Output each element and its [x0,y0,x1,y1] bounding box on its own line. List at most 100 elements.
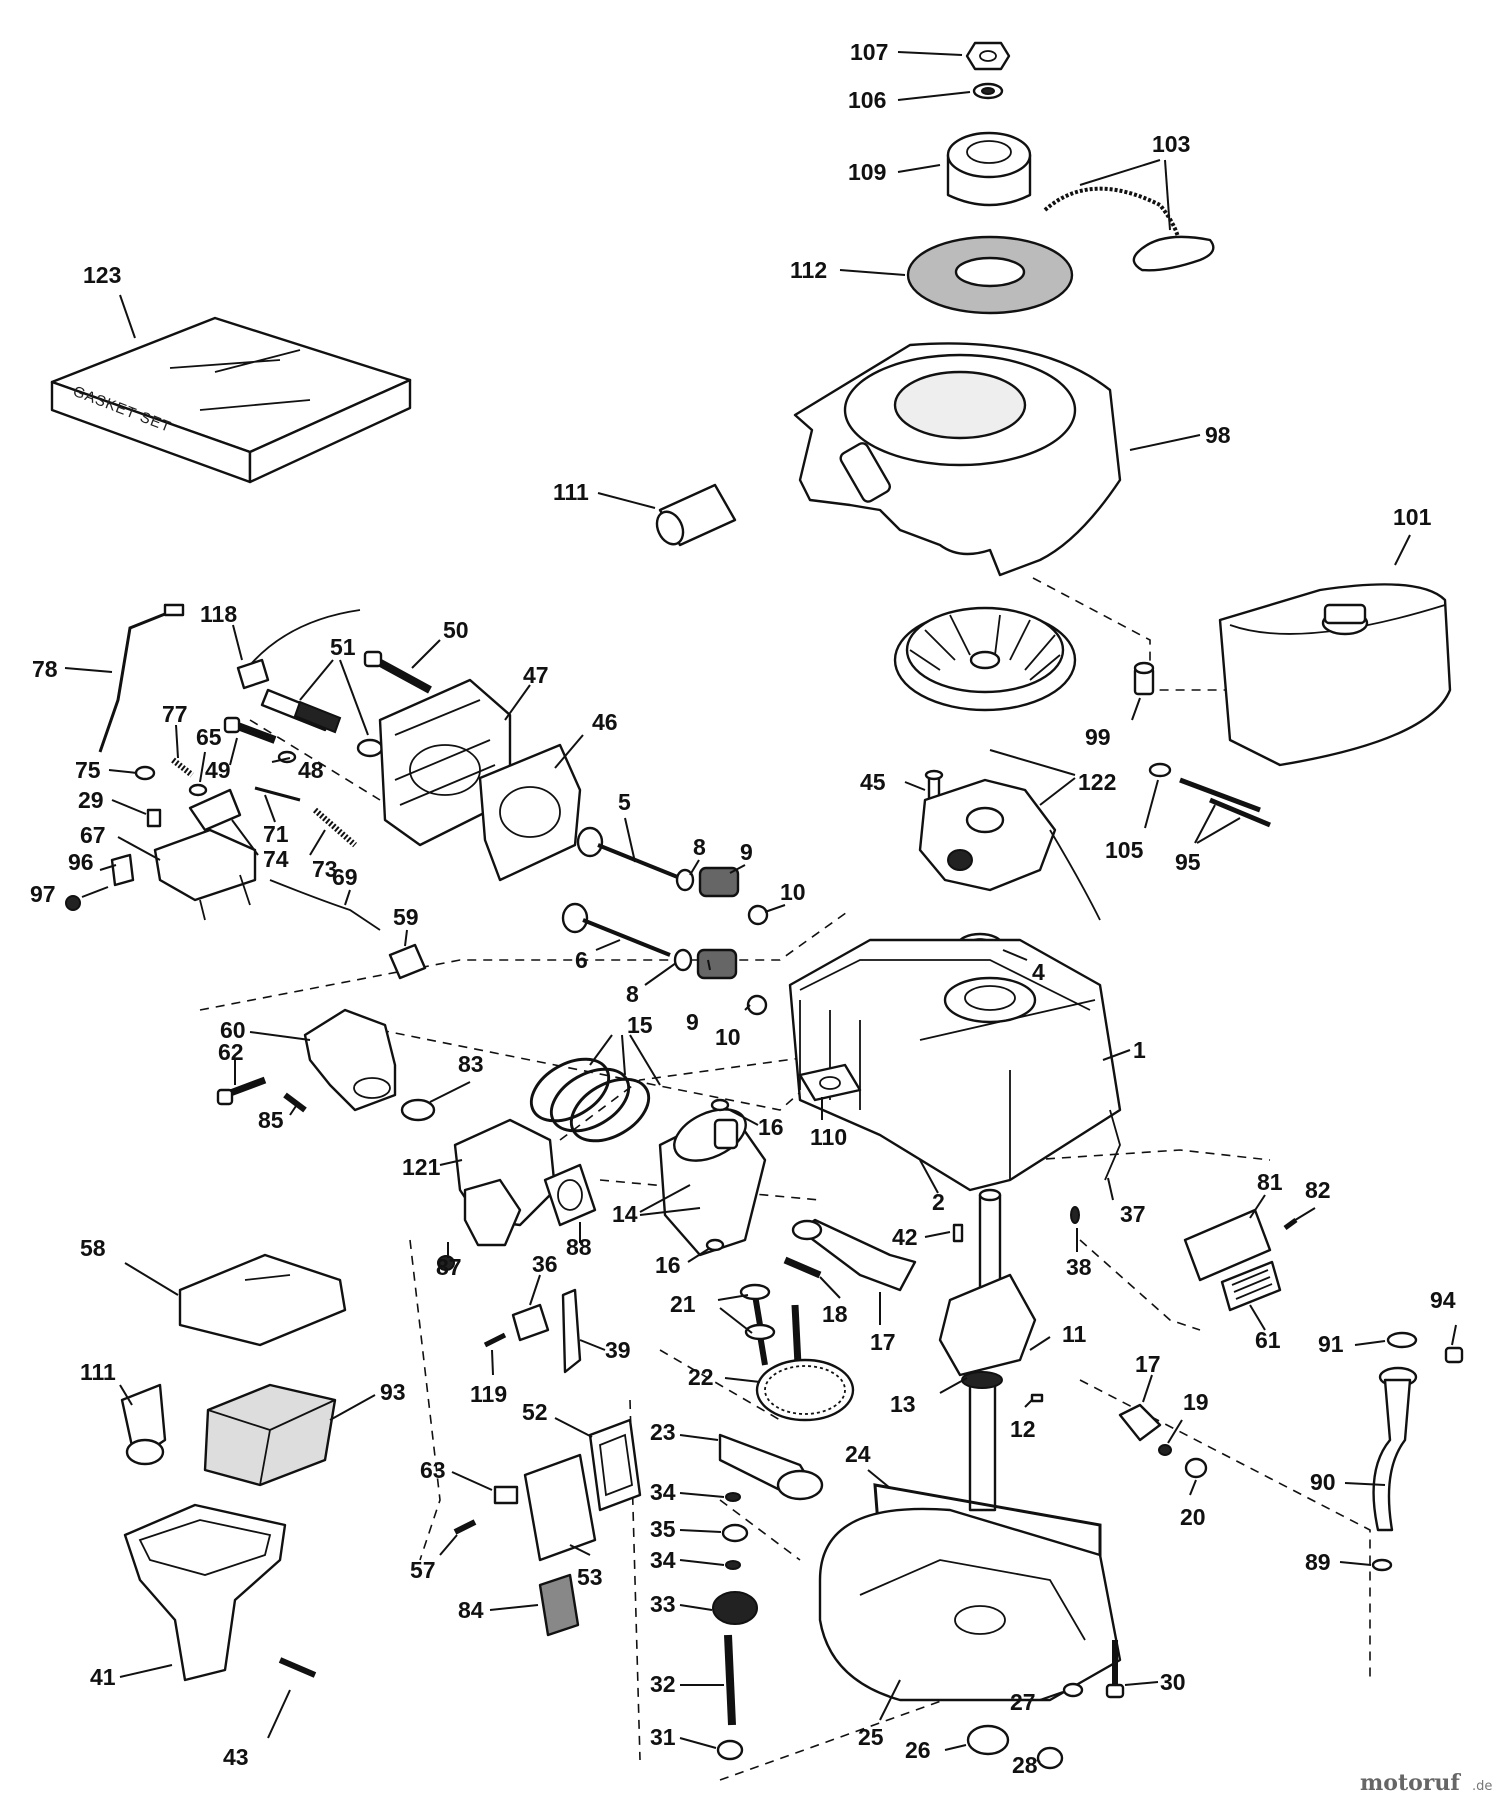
gasket-91 [1386,1331,1418,1349]
callout-23: 23 [650,1419,676,1445]
intake-elbow-60 [303,1008,397,1112]
screw-38 [1070,1206,1080,1224]
callout-69: 69 [332,864,358,890]
seal-31 [716,1739,744,1761]
callout-123: 123 [83,262,121,288]
callout-25: 25 [858,1724,884,1750]
filter-84 [538,1573,580,1637]
callout-17b: 17 [1135,1351,1161,1377]
callout-90: 90 [1310,1469,1336,1495]
washer-34b [725,1560,741,1570]
pin-42 [952,1223,964,1243]
callout-21: 21 [670,1291,696,1317]
callout-1: 1 [1133,1037,1146,1063]
clip-63 [493,1485,519,1505]
callout-103: 103 [1152,131,1190,157]
air-cleaner-base-41 [123,1503,287,1682]
callout-53: 53 [577,1564,603,1590]
callout-28: 28 [1012,1752,1038,1778]
bracket-74 [188,788,242,832]
connecting-rod-17 [791,1218,917,1292]
screw-97 [65,895,81,911]
callout-111-top: 111 [553,479,589,505]
screw-43 [278,1657,317,1678]
callout-42: 42 [892,1224,918,1250]
gasket-52 [588,1418,642,1512]
callout-35: 35 [650,1516,676,1542]
callout-8a: 8 [693,834,706,860]
plate-81 [1183,1208,1272,1282]
callout-88: 88 [566,1234,592,1260]
carburetor-121 [453,1118,557,1247]
dipstick-tube-90 [1372,1366,1418,1532]
callout-34a: 34 [650,1479,676,1505]
callout-59: 59 [393,904,419,930]
callout-119: 119 [470,1381,507,1407]
spring-77 [171,757,194,778]
callout-112: 112 [790,257,827,283]
screw-62 [216,1076,267,1106]
gear-35 [721,1523,749,1543]
callout-122: 122 [1078,769,1116,795]
gasket-110 [798,1063,862,1102]
gasket-set-box-123: GASKET SET [50,316,412,484]
callout-97: 97 [30,881,56,907]
tappets-21 [739,1283,776,1366]
callout-87: 87 [436,1254,462,1280]
callout-111-bottom: 111 [80,1359,116,1385]
callout-11: 11 [1062,1321,1087,1347]
screw-99 [1133,661,1155,696]
assembly-dashed-lines [199,577,1371,1781]
hose-111-top [655,483,737,547]
screw-119 [483,1332,507,1348]
governor-shaft-23 [718,1433,824,1501]
spring-9b [696,948,738,980]
callout-63: 63 [420,1457,446,1483]
control-plate-67 [153,828,257,921]
ground-wire-78 [98,603,185,753]
callout-10a: 10 [780,879,806,905]
seal-10a [747,904,769,926]
callout-77: 77 [162,701,188,727]
ignition-coil [918,778,1101,921]
fuel-tank-101 [1218,583,1452,767]
screw-75 [134,765,156,781]
callout-2: 2 [932,1189,945,1215]
washer-34a [725,1492,741,1502]
callout-83: 83 [458,1051,484,1077]
starter-cup-109 [946,131,1032,207]
head-gasket-46 [478,743,582,882]
washer-27 [1062,1682,1084,1698]
spring-9a [698,866,740,898]
callout-10b: 10 [715,1024,741,1050]
callout-85: 85 [258,1107,284,1133]
callout-17a: 17 [870,1329,896,1355]
callout-95: 95 [1175,849,1201,875]
gasket-88 [543,1163,597,1227]
callout-16a: 16 [758,1114,784,1140]
watermark-name: motoruf [1360,1770,1461,1796]
callout-33: 33 [650,1591,676,1617]
callout-16b: 16 [655,1252,681,1278]
bolt-18 [783,1256,822,1279]
washer-106 [972,82,1004,100]
governor-lever-39 [561,1288,582,1374]
callout-93: 93 [380,1379,406,1405]
callout-82: 82 [1305,1177,1331,1203]
callout-57: 57 [410,1557,436,1583]
rod-cap-17b [1118,1403,1162,1442]
screw-94 [1444,1346,1464,1364]
callout-78: 78 [32,656,58,682]
callout-51: 51 [330,634,356,660]
callout-9b: 9 [686,1009,699,1035]
label-61 [1220,1260,1282,1312]
screen-112 [906,235,1074,315]
valve-5 [576,826,686,882]
callout-99: 99 [1085,724,1111,750]
callout-26: 26 [905,1737,931,1763]
piston-14 [658,1108,767,1257]
callout-121: 121 [402,1154,441,1180]
screw-71 [254,786,301,802]
callout-49: 49 [205,757,231,783]
callout-27: 27 [1010,1689,1036,1715]
